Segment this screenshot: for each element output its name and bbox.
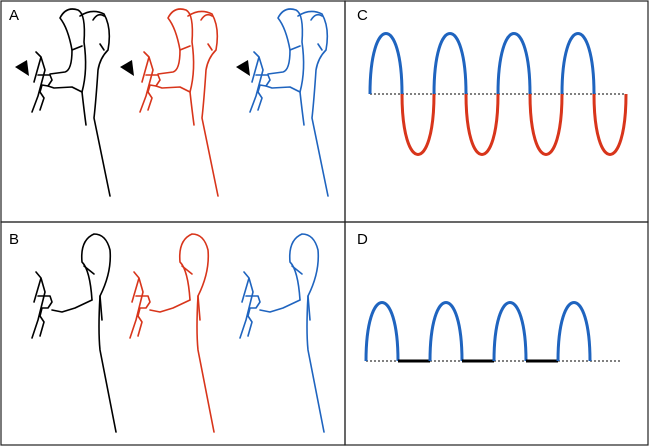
panel-a-figure-blue (249, 8, 329, 197)
wave-positive-lobe (368, 32, 404, 95)
wave-positive-lobe (428, 301, 464, 362)
wave-positive-lobe (496, 32, 532, 95)
wave-negative-lobe (592, 93, 628, 156)
wave-positive-lobe (560, 32, 596, 95)
panel-label-c: C (357, 7, 368, 24)
arrowhead-marker-icon (120, 60, 134, 76)
wave-positive-lobe (556, 301, 592, 362)
wave-negative-lobe (464, 93, 500, 156)
wave-negative-lobe (400, 93, 436, 156)
arrowhead-marker-icon (15, 60, 29, 76)
panel-b-figure-red (129, 233, 215, 433)
panel-b-figure-black (31, 233, 117, 433)
panel-a-border (0, 0, 346, 223)
panel-b-border (0, 221, 346, 446)
panel-d-chart (364, 301, 622, 363)
arrowhead-marker-icon (236, 60, 250, 76)
panel-b-figure-blue (239, 233, 325, 433)
panel-a-figure-black (31, 8, 111, 197)
panel-a-figure-red (139, 8, 219, 197)
panel-d-border (344, 221, 649, 446)
panel-c-chart (368, 32, 628, 156)
panel-label-d: D (357, 231, 368, 248)
wave-positive-lobe (492, 301, 528, 362)
panel-label-b: B (9, 231, 20, 248)
wave-negative-lobe (528, 93, 564, 156)
wave-positive-lobe (364, 301, 400, 362)
wave-positive-lobe (432, 32, 468, 95)
panel-label-a: A (9, 7, 20, 24)
